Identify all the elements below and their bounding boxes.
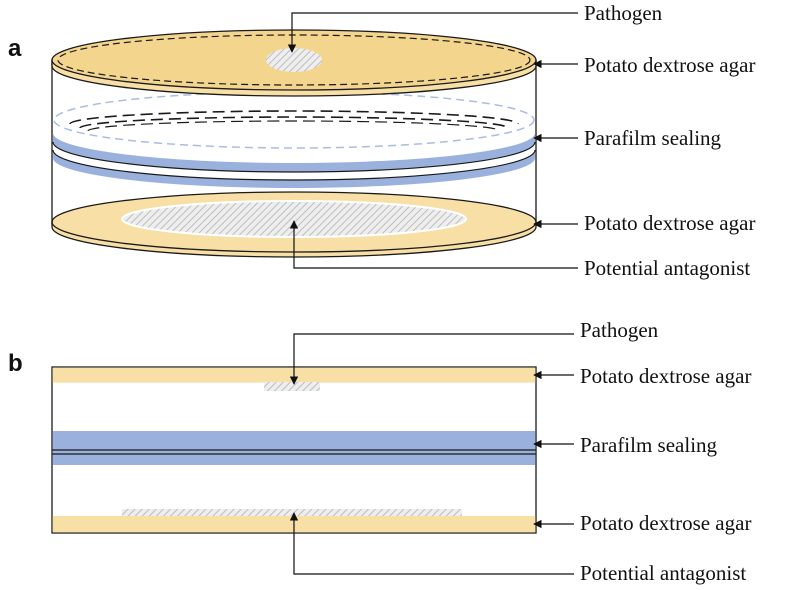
- panel-a-leaders: [287, 12, 578, 269]
- panel-b-leaders: [289, 333, 574, 575]
- antagonist-layer: [122, 509, 462, 516]
- pathogen-inoculum: [266, 48, 322, 72]
- label-antagonist: Potential antagonist: [584, 256, 750, 280]
- panel-b-letter: b: [8, 350, 23, 377]
- panel-a: a: [8, 1, 755, 280]
- panel-a-letter: a: [8, 35, 22, 62]
- label-pathogen: Pathogen: [584, 1, 663, 25]
- panel-b: b Pathogen Potato dextrose agar Parafilm…: [8, 318, 751, 585]
- antagonist-arrow: [289, 512, 574, 575]
- label-pathogen: Pathogen: [580, 318, 659, 342]
- bottom-agar-dish: [51, 191, 537, 258]
- label-top-agar: Potato dextrose agar: [584, 53, 755, 77]
- pathogen-layer: [264, 382, 320, 391]
- top-agar-dish: [51, 29, 537, 97]
- label-parafilm: Parafilm sealing: [584, 126, 722, 150]
- label-bottom-agar: Potato dextrose agar: [580, 511, 751, 535]
- antagonist-arrow: [289, 220, 578, 269]
- label-antagonist: Potential antagonist: [580, 561, 746, 585]
- parafilm-layer: [52, 431, 536, 465]
- parafilm-band: [52, 91, 536, 188]
- pathogen-arrow: [287, 12, 578, 53]
- pathogen-arrow: [289, 333, 574, 385]
- label-parafilm: Parafilm sealing: [580, 433, 718, 457]
- label-bottom-agar: Potato dextrose agar: [584, 211, 755, 235]
- label-top-agar: Potato dextrose agar: [580, 364, 751, 388]
